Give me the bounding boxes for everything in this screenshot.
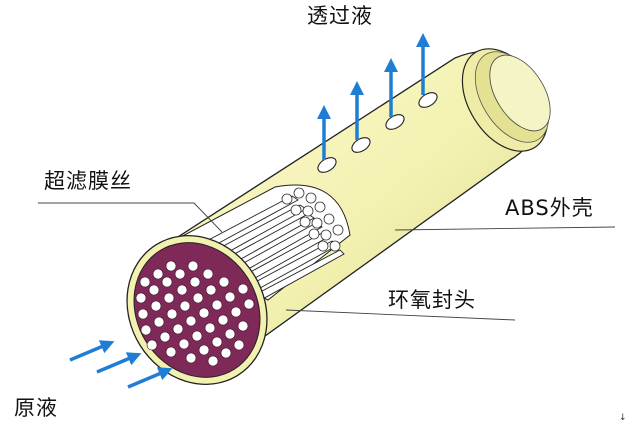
epoxy-end-label: 环氧封头	[388, 288, 476, 312]
epoxy-fiber-holes	[135, 260, 255, 367]
feed-arrows	[69, 340, 173, 389]
ultrafiltration-fiber-label: 超滤膜丝	[44, 169, 132, 193]
fiber-leader	[38, 202, 223, 233]
epoxy-potting-end	[133, 242, 261, 378]
fiber-ends	[281, 187, 344, 252]
permeate-label: 透过液	[307, 4, 373, 28]
permeate-ports	[317, 92, 438, 173]
feed-label: 原液	[14, 396, 58, 420]
epoxy-leader	[285, 309, 516, 321]
corner-mark: ↓	[619, 413, 627, 423]
permeate-arrows	[317, 33, 430, 160]
abs-shell-label: ABS外壳	[505, 196, 594, 220]
shell-far-cap-rim	[489, 54, 551, 132]
arrow-right-icon	[127, 367, 173, 389]
leader-lines	[38, 202, 616, 321]
arrow-right-icon	[69, 340, 115, 362]
arrow-right-icon	[96, 352, 142, 374]
shell-leader	[394, 226, 616, 231]
